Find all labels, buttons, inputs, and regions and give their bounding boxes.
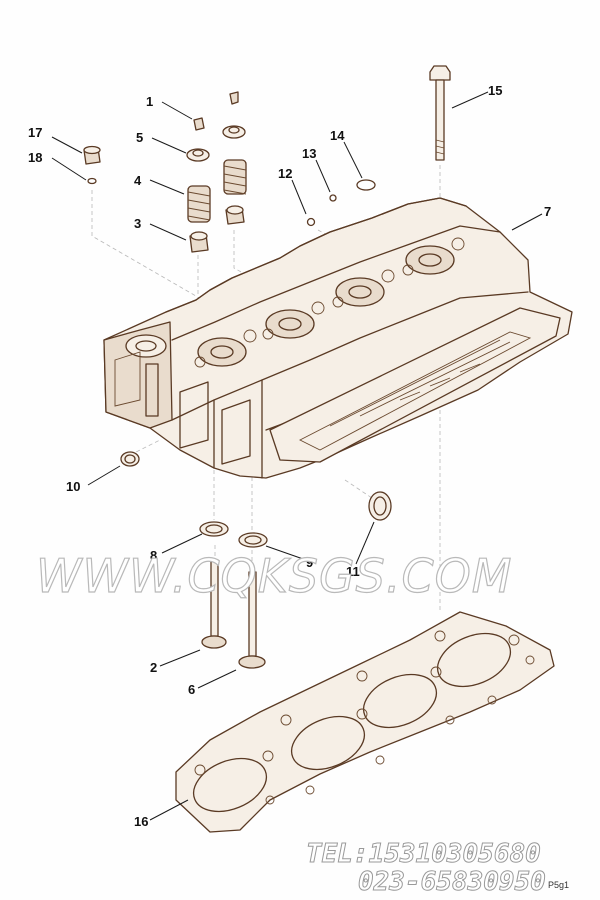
callout-8: 8 — [150, 548, 157, 563]
callout-18: 18 — [28, 150, 42, 165]
head-bolt — [429, 65, 451, 161]
callout-7: 7 — [544, 204, 551, 219]
callout-9: 9 — [306, 555, 313, 570]
valve-right — [238, 571, 266, 669]
valve-train-parts — [83, 65, 451, 669]
callout-3: 3 — [134, 216, 141, 231]
watermark-url: WWW.CQKSGS.COM — [36, 549, 513, 603]
valve-left — [201, 559, 227, 649]
callout-15: 15 — [488, 83, 502, 98]
contact-phone: 023-65830950 — [358, 867, 546, 897]
callout-6: 6 — [188, 682, 195, 697]
callout-labels: 1 5 4 3 17 18 14 13 12 15 7 10 11 8 9 2 … — [28, 83, 551, 829]
callout-10: 10 — [66, 479, 80, 494]
callout-5: 5 — [136, 130, 143, 145]
valve-spring-right — [223, 159, 247, 195]
callout-16: 16 — [134, 814, 148, 829]
callout-1: 1 — [146, 94, 153, 109]
drawing-code: P5g1 — [548, 880, 569, 890]
callout-12: 12 — [278, 166, 292, 181]
callout-17: 17 — [28, 125, 42, 140]
callout-11: 11 — [346, 564, 360, 579]
valve-spring-left — [187, 185, 211, 223]
contact-tel: TEL:15310305680 — [306, 839, 541, 869]
callout-14: 14 — [330, 128, 345, 143]
leader-lines — [51, 91, 543, 821]
callout-4: 4 — [134, 173, 142, 188]
cylinder-head — [103, 197, 573, 479]
callout-2: 2 — [150, 660, 157, 675]
head-gasket — [175, 611, 555, 833]
callout-13: 13 — [302, 146, 316, 161]
